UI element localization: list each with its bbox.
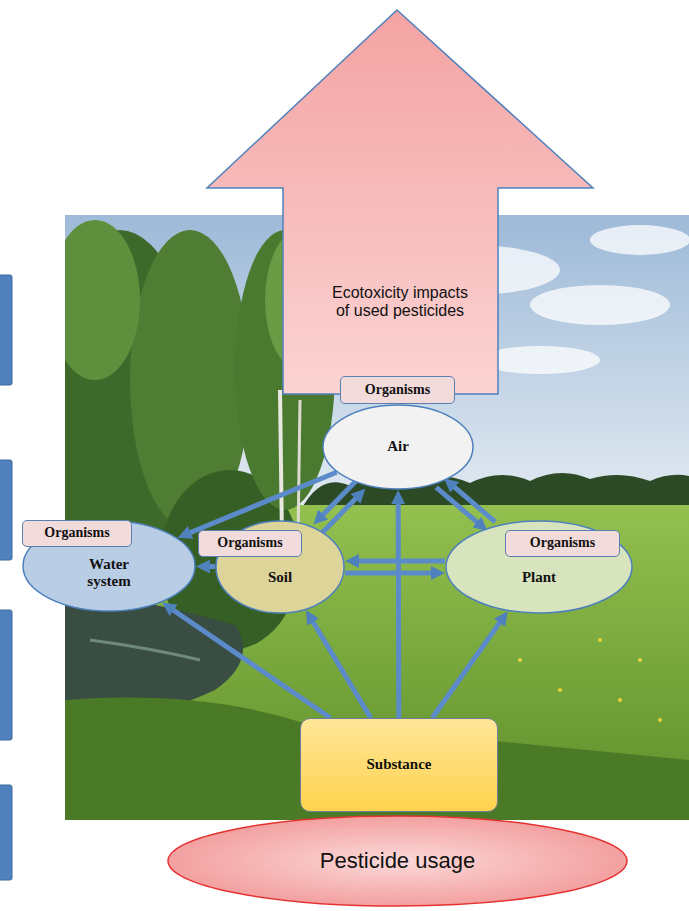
node-texts: Substance — [366, 756, 431, 773]
node-label: Substance — [366, 756, 431, 773]
node-texts: Organisms — [365, 382, 430, 398]
flow-arrow — [345, 571, 437, 576]
node-label: Plant — [522, 569, 556, 586]
ellipse-shape — [168, 816, 627, 906]
arrow-shape — [207, 10, 593, 394]
node-texts: Plant — [522, 569, 556, 586]
flow-arrow — [353, 559, 445, 564]
node-label: Organisms — [530, 535, 595, 551]
node-texts: Organisms — [217, 535, 282, 551]
usage-ellipse: Pesticide usage — [167, 815, 628, 907]
node-texts: Pesticide usage — [320, 848, 475, 873]
node-label: Organisms — [365, 382, 430, 398]
organisms-tag: Organisms — [505, 530, 620, 557]
ellipse-shape — [446, 521, 632, 613]
flow-arrow — [436, 487, 481, 525]
node-texts: Air — [387, 438, 409, 455]
flow-arrow — [396, 498, 402, 718]
river-reflection — [90, 640, 200, 660]
flow-arrow — [432, 618, 503, 718]
flow-arrow — [310, 617, 371, 718]
node-label: Air — [387, 438, 409, 455]
organisms-tag: Organisms — [340, 376, 455, 404]
node-label: Organisms — [217, 535, 282, 551]
node-texts: Soil — [268, 569, 292, 586]
side-bars — [0, 275, 12, 880]
flow-arrow — [322, 494, 360, 532]
node-label: Soil — [268, 569, 292, 586]
impact-arrow: Ecotoxicity impacts of used pesticides — [205, 8, 595, 396]
organisms-tag: Organisms — [198, 530, 302, 557]
foreground-grass — [65, 698, 689, 820]
compartment-ellipse: Air — [322, 404, 474, 490]
flow-arrow — [204, 564, 215, 569]
node-label: Pesticide usage — [320, 848, 475, 873]
node-texts: Organisms — [530, 535, 595, 551]
organisms-tag: Organisms — [22, 520, 132, 547]
ellipse-shape — [323, 405, 473, 489]
ellipse-shape — [23, 521, 195, 611]
flow-arrow — [169, 607, 331, 718]
meadow-flowers — [518, 638, 662, 722]
substance-box: Substance — [300, 718, 498, 812]
ellipse-shape — [216, 521, 344, 613]
landscape-photo — [65, 215, 689, 820]
flow-arrow — [319, 480, 357, 518]
node-label: Organisms — [44, 525, 109, 541]
node-texts: Ecotoxicity impacts of used pesticides — [325, 284, 475, 321]
node-texts: Organisms — [44, 525, 109, 541]
node-texts: Water system — [74, 556, 144, 591]
node-label: Ecotoxicity impacts of used pesticides — [325, 284, 475, 321]
node-label: Water system — [74, 556, 144, 591]
arrow-outline — [205, 8, 595, 396]
